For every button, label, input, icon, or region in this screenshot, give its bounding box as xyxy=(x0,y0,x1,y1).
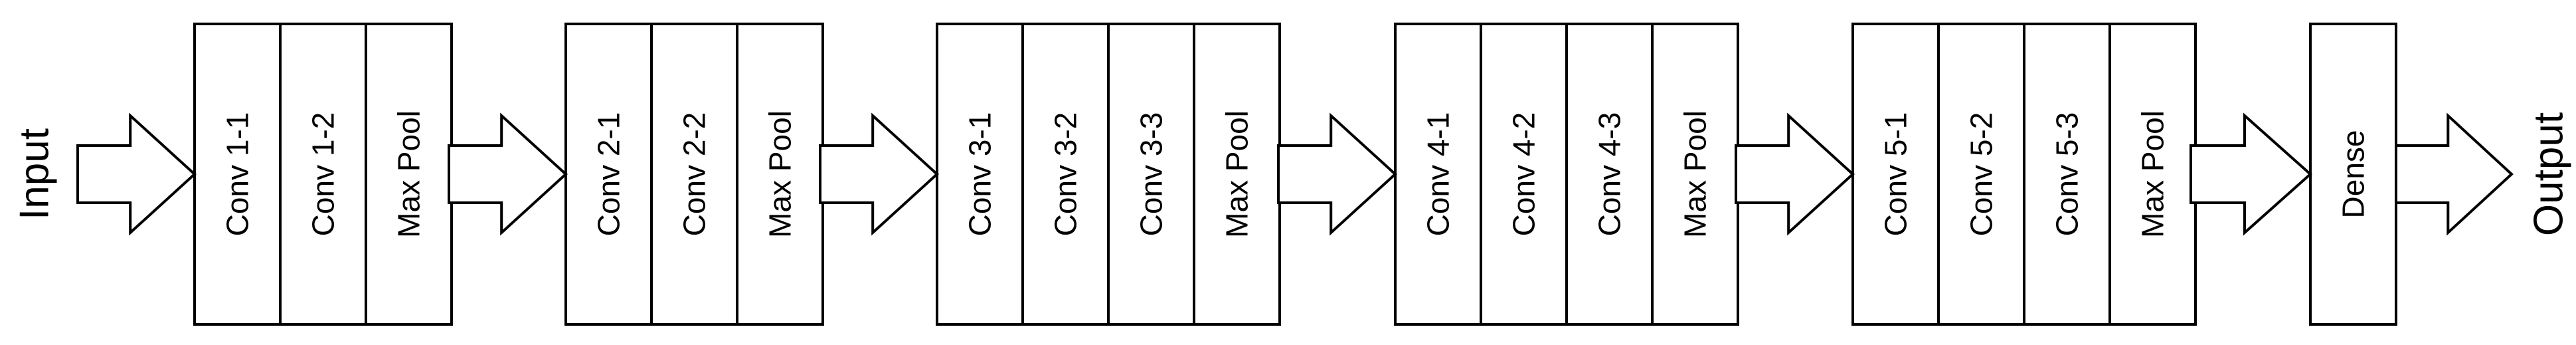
layer-label: Conv 1-1 xyxy=(220,112,255,237)
layer-cell: Max Pool xyxy=(365,23,453,326)
layer-box xyxy=(1193,23,1281,326)
flow-arrow xyxy=(76,112,197,236)
layer-cell: Conv 3-2 xyxy=(1021,23,1110,326)
layer-cell: Conv 5-3 xyxy=(2023,23,2111,326)
layer-label: Max Pool xyxy=(392,110,426,238)
layer-block: Conv 1-1 Conv 1-2 Max Pool xyxy=(193,23,453,326)
layer-cell: Conv 4-2 xyxy=(1480,23,1568,326)
layer-box xyxy=(1651,23,1739,326)
layer-box xyxy=(736,23,824,326)
layer-box xyxy=(279,23,367,326)
layer-block: Conv 5-1 Conv 5-2 Conv 5-3 Max Pool xyxy=(1851,23,2197,326)
layer-label: Conv 5-3 xyxy=(2050,112,2085,237)
layer-cell: Conv 2-2 xyxy=(650,23,738,326)
layer-cell: Dense xyxy=(2309,23,2397,326)
flow-arrow xyxy=(2190,112,2313,236)
layer-box xyxy=(650,23,738,326)
flow-arrow xyxy=(448,112,568,236)
layer-box xyxy=(564,23,653,326)
layer-label: Max Pool xyxy=(2136,110,2170,238)
layer-cell: Max Pool xyxy=(736,23,824,326)
layer-box xyxy=(1021,23,1110,326)
layer-blocks: Conv 1-1 Conv 1-2 Max Pool Conv 2-1 Conv 2-2… xyxy=(193,23,2397,326)
layer-label: Max Pool xyxy=(1678,110,1713,238)
layer-cell: Max Pool xyxy=(1193,23,1281,326)
layer-label: Conv 5-2 xyxy=(1964,112,1999,237)
layer-box xyxy=(1565,23,1654,326)
layer-box xyxy=(2108,23,2197,326)
flow-arrows xyxy=(76,112,2514,236)
layer-label: Conv 3-3 xyxy=(1134,112,1169,237)
layer-cell: Max Pool xyxy=(2108,23,2197,326)
flow-arrow xyxy=(819,112,939,236)
layer-cell: Max Pool xyxy=(1651,23,1739,326)
layer-label: Conv 4-2 xyxy=(1507,112,1541,237)
layer-label: Conv 3-1 xyxy=(963,112,997,237)
layer-label: Conv 1-2 xyxy=(306,112,341,237)
flow-arrow xyxy=(2395,112,2514,236)
layer-block: Conv 3-1 Conv 3-2 Conv 3-3 Max Pool xyxy=(936,23,1281,326)
layer-block: Dense xyxy=(2309,23,2397,326)
output-label: Output xyxy=(2526,112,2572,236)
layer-cell: Conv 5-1 xyxy=(1851,23,1940,326)
layer-label: Conv 3-2 xyxy=(1049,112,1083,237)
layer-cell: Conv 1-1 xyxy=(193,23,282,326)
layer-label: Conv 5-1 xyxy=(1879,112,1913,237)
layer-label: Conv 4-1 xyxy=(1421,112,1456,237)
input-label: Input xyxy=(12,128,58,220)
layer-box xyxy=(2023,23,2111,326)
layer-box xyxy=(1851,23,1940,326)
layer-label: Conv 4-3 xyxy=(1592,112,1627,237)
layer-cell: Conv 1-2 xyxy=(279,23,367,326)
layer-label: Conv 2-1 xyxy=(592,112,626,237)
layer-cell: Conv 3-3 xyxy=(1107,23,1195,326)
layer-label: Max Pool xyxy=(1220,110,1254,238)
layer-label: Dense xyxy=(2336,130,2371,219)
layer-box xyxy=(1107,23,1195,326)
layer-block: Conv 2-1 Conv 2-2 Max Pool xyxy=(564,23,824,326)
flow-arrow xyxy=(1277,112,1397,236)
layer-cell: Conv 4-1 xyxy=(1394,23,1482,326)
layer-label: Conv 2-2 xyxy=(677,112,712,237)
layer-cell: Conv 5-2 xyxy=(1937,23,2025,326)
layer-block: Conv 4-1 Conv 4-2 Conv 4-3 Max Pool xyxy=(1394,23,1739,326)
layer-label: Max Pool xyxy=(763,110,798,238)
layer-box xyxy=(193,23,282,326)
flow-arrow xyxy=(1735,112,1855,236)
layer-cell: Conv 3-1 xyxy=(936,23,1024,326)
layer-box xyxy=(2309,23,2397,326)
layer-cell: Conv 4-3 xyxy=(1565,23,1654,326)
layer-cell: Conv 2-1 xyxy=(564,23,653,326)
